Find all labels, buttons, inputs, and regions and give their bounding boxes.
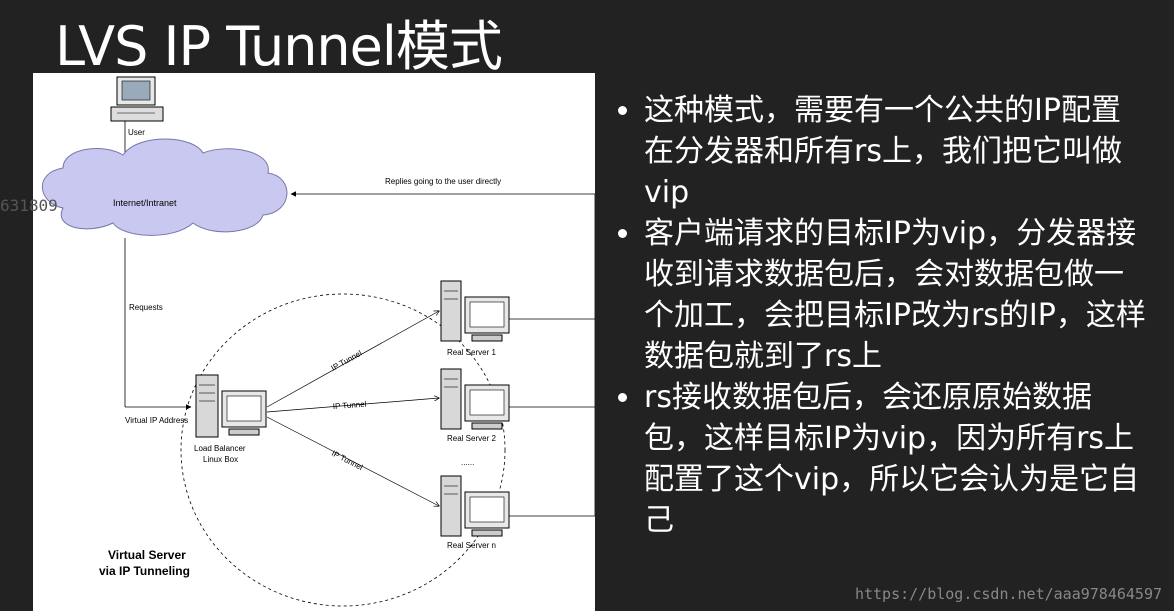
requests-label: Requests xyxy=(129,303,163,312)
bullet-item: rs接收数据包后，会还原原始数据包，这样目标IP为vip，因为所有rs上配置了这… xyxy=(618,377,1148,541)
tunnel-diagram: User Internet/Intranet Requests Virtual … xyxy=(33,73,595,611)
lb-label-line2: Linux Box xyxy=(203,455,238,464)
watermark: https://blog.csdn.net/aaa978464597 xyxy=(854,585,1162,603)
server-label-2: Real Server 2 xyxy=(447,434,496,443)
server-label-n: Real Server n xyxy=(447,541,496,550)
real-server-2-icon xyxy=(440,368,510,430)
bullet-dot-icon xyxy=(618,393,627,402)
server-ellipsis: ...... xyxy=(461,458,474,467)
slide-title: LVS IP Tunnel模式 xyxy=(55,15,503,78)
user-computer-icon xyxy=(110,76,164,122)
tunnel-diagram-svg: User Internet/Intranet Requests Virtual … xyxy=(41,76,595,607)
replies-label: Replies going to the user directly xyxy=(385,177,501,186)
load-balancer-icon xyxy=(195,374,267,438)
bullet-list: 这种模式，需要有一个公共的IP配置在分发器和所有rs上，我们把它叫做vip 客户… xyxy=(618,90,1148,541)
overlay-number: 631809 xyxy=(0,196,58,215)
tunnel-label-2: IP Tunnel xyxy=(333,400,367,411)
cloud-label: Internet/Intranet xyxy=(113,198,177,208)
bullet-text: 客户端请求的目标IP为vip，分发器接收到请求数据包后，会对数据包做一个加工，会… xyxy=(644,216,1146,374)
tunnel-label-1: IP Tunnel xyxy=(330,348,364,372)
cloud-icon xyxy=(41,138,288,236)
caption-line1: Virtual Server xyxy=(108,548,186,562)
vip-label: Virtual IP Address xyxy=(125,416,188,425)
bullet-dot-icon xyxy=(618,229,627,238)
bullet-text: rs接收数据包后，会还原原始数据包，这样目标IP为vip，因为所有rs上配置了这… xyxy=(644,380,1140,538)
bullet-item: 客户端请求的目标IP为vip，分发器接收到请求数据包后，会对数据包做一个加工，会… xyxy=(618,213,1148,377)
bullet-text: 这种模式，需要有一个公共的IP配置在分发器和所有rs上，我们把它叫做vip xyxy=(644,93,1122,210)
caption-line2: via IP Tunneling xyxy=(99,564,190,578)
bullet-dot-icon xyxy=(618,106,627,115)
virtual-server-boundary xyxy=(180,293,506,607)
bullet-item: 这种模式，需要有一个公共的IP配置在分发器和所有rs上，我们把它叫做vip xyxy=(618,90,1148,213)
user-label: User xyxy=(128,128,145,137)
tunnel-label-3: IP Tunnel xyxy=(330,449,364,472)
real-server-1-icon xyxy=(440,280,510,342)
server-label-1: Real Server 1 xyxy=(447,348,496,357)
lb-label-line1: Load Balancer xyxy=(194,444,246,453)
real-server-n-icon xyxy=(440,475,510,537)
